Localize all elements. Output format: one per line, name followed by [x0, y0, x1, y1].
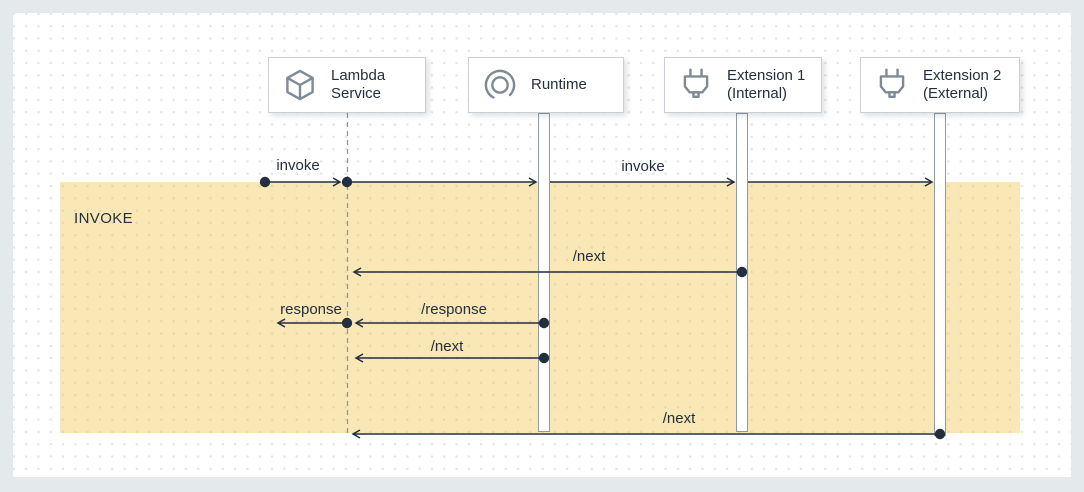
extension-1-activation-bar — [736, 113, 748, 432]
runtime-cycle-icon — [482, 67, 518, 103]
plug-icon — [874, 67, 910, 103]
message-label-next: /next — [662, 410, 696, 427]
cube-icon — [282, 67, 318, 103]
participant-extension-2: Extension 2 (External) — [860, 57, 1020, 113]
message-label-next: /next — [572, 248, 606, 265]
message-label-next: /next — [430, 338, 464, 355]
message-label-invoke: invoke — [276, 157, 320, 174]
participant-label: Extension 2 (External) — [923, 66, 1002, 102]
extension-2-activation-bar — [934, 113, 946, 436]
message-label-invoke: invoke — [621, 158, 665, 175]
participant-extension-1: Extension 1 (Internal) — [664, 57, 822, 113]
runtime-activation-bar — [538, 113, 550, 432]
plug-icon — [678, 67, 714, 103]
message-label-response: response — [280, 301, 342, 318]
participant-label: Runtime — [531, 75, 587, 93]
participant-label: Extension 1 (Internal) — [727, 66, 806, 102]
participant-lambda-service: Lambda Service — [268, 57, 426, 113]
participant-label: Lambda Service — [331, 66, 386, 102]
phase-label: INVOKE — [74, 210, 134, 227]
message-label-response: /response — [421, 301, 487, 318]
participant-runtime: Runtime — [468, 57, 624, 113]
